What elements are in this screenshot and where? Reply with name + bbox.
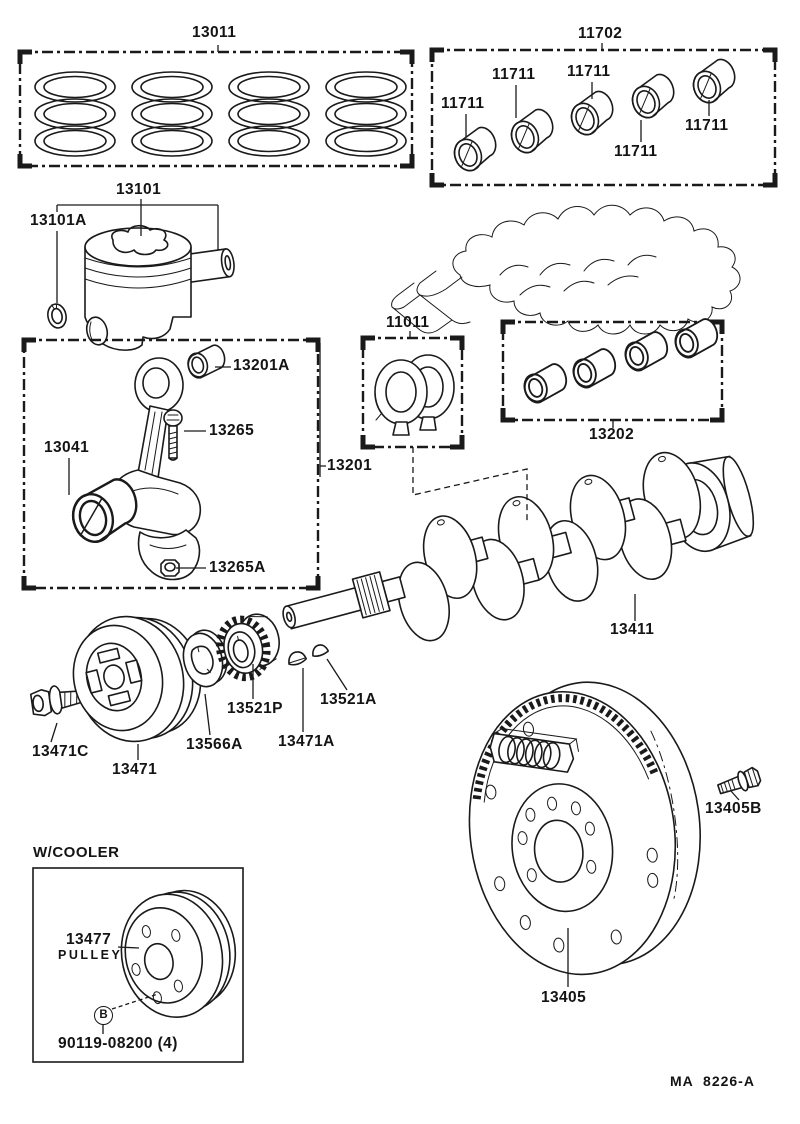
pulley-key-drawing	[288, 651, 308, 666]
callout-pulley-bolt: 13471C	[32, 743, 89, 760]
leader-lines	[50, 43, 740, 987]
piston-drawing	[84, 224, 235, 351]
callout-crankshaft: 13411	[610, 621, 655, 638]
bolt-ref-marker: B	[94, 1006, 113, 1025]
snap-ring-drawing	[47, 303, 67, 329]
callout-flywheel: 13405	[541, 989, 587, 1006]
crankshaft-pulley-drawing	[72, 615, 202, 743]
callout-pulley-plate: 13566A	[186, 736, 243, 753]
cooler-variant-heading: W/COOLER	[33, 844, 120, 861]
cooler-variant-box	[32, 867, 244, 1063]
connecting-rod-box	[21, 337, 321, 591]
crankshaft-ghost-sketch	[391, 204, 741, 335]
cooler-pulley-caption: PULLEY	[58, 948, 123, 962]
callout-rod-bushing: 13201A	[233, 357, 290, 374]
callout-main-bearing-2: 11711	[492, 66, 536, 83]
callout-main-bearing-3: 11711	[567, 63, 611, 80]
callout-main-bearing-set: 11702	[578, 25, 623, 42]
callout-gear-key: 13521A	[320, 691, 377, 708]
figure-code: MA 8226-A	[670, 1073, 755, 1089]
flywheel-bolt-drawing	[717, 766, 762, 795]
crankshaft-drawing	[282, 451, 755, 642]
callout-rod-bearing: 13041	[44, 439, 90, 456]
callout-rod-bolt: 13265	[209, 422, 255, 439]
callout-main-bearing-1: 11711	[441, 95, 485, 112]
callout-rod-bushing-set: 13202	[589, 426, 635, 443]
callout-timing-gear: 13521P	[227, 700, 283, 717]
flywheel-drawing	[468, 681, 701, 976]
piston-ring-set-box	[17, 49, 415, 169]
callout-cooler-bolt: 90119-08200 (4)	[58, 1035, 178, 1052]
callout-pulley: 13471	[112, 761, 158, 778]
callout-main-bearing-4: 11711	[614, 143, 658, 160]
callout-flywheel-bolt: 13405B	[705, 800, 762, 817]
callout-pulley-key: 13471A	[278, 733, 335, 750]
callout-ring-set: 13011	[192, 24, 237, 41]
callout-thrust-washer: 11011	[386, 314, 430, 331]
thrust-washer-box	[360, 335, 465, 450]
main-bearing-box	[429, 47, 778, 188]
callout-connecting-rod: 13201	[327, 457, 373, 474]
callout-main-bearing-5: 11711	[685, 117, 729, 134]
callout-piston: 13101	[116, 181, 162, 198]
callout-snap-ring: 13101A	[30, 212, 87, 229]
rod-bushing-box	[500, 315, 725, 423]
callout-rod-nut: 13265A	[209, 559, 266, 576]
gear-key-drawing	[312, 644, 330, 657]
callout-cooler-pulley: 13477	[66, 931, 112, 948]
timing-gear-drawing	[215, 613, 280, 682]
